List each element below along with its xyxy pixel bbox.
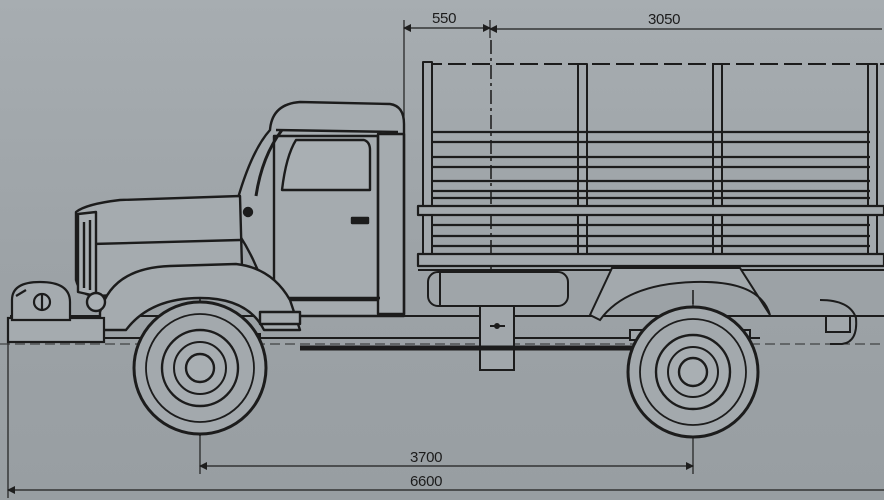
bed-top-frame-rail	[416, 204, 884, 217]
cargo-bed	[416, 61, 884, 271]
cab-rear-panel	[376, 132, 406, 316]
lower-side-boards	[432, 223, 870, 248]
side-window	[280, 138, 372, 192]
door-handle	[350, 216, 370, 225]
bed-stake-4	[867, 63, 878, 263]
cab-roof-line	[275, 128, 399, 134]
front-fender	[98, 262, 302, 332]
bed-floor-rail	[416, 252, 884, 268]
upper-side-boards	[432, 130, 870, 200]
gearbox-housing	[479, 305, 515, 371]
rear-hub	[677, 356, 709, 388]
engine-hood	[74, 194, 302, 332]
dimension-3050-label: 3050	[648, 11, 681, 28]
step-plate	[258, 310, 302, 326]
headlight	[85, 291, 107, 313]
cab	[236, 100, 406, 318]
dimension-6600-label: 6600	[410, 473, 443, 490]
bed-stake-2	[577, 63, 588, 263]
front-wheel	[132, 300, 268, 436]
dimension-550-label: 550	[432, 10, 457, 27]
tow-pintle	[825, 315, 851, 333]
bed-stake-1	[422, 61, 433, 263]
dimension-3700-label: 3700	[410, 449, 443, 466]
front-bumper	[6, 316, 106, 344]
rear-wheel	[626, 305, 760, 439]
rear-fender	[588, 267, 771, 322]
mirror-bracket	[242, 206, 254, 218]
grille	[76, 210, 98, 298]
rear-bumper-hook	[819, 299, 858, 345]
windshield-pillar	[254, 129, 284, 197]
bed-stake-3	[712, 63, 723, 263]
hood-seam	[91, 238, 241, 246]
fuel-tank	[427, 271, 569, 307]
front-winch	[6, 280, 106, 344]
front-hub	[184, 352, 216, 384]
